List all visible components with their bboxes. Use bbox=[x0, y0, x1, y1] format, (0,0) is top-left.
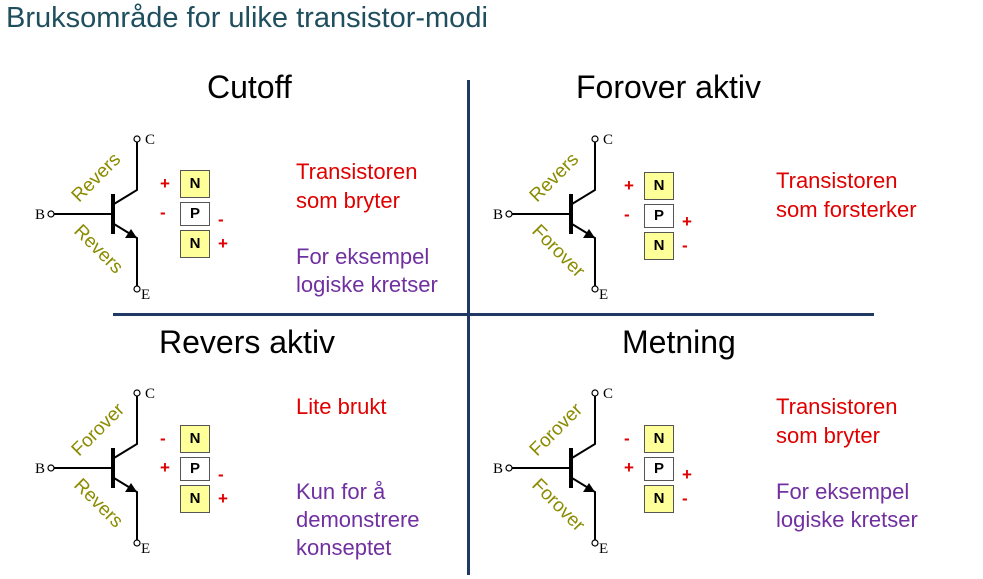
layer-p: P bbox=[180, 202, 210, 226]
layer-n-bottom: N bbox=[644, 485, 674, 513]
sign-left-top: - bbox=[160, 429, 166, 448]
emitter-label: E bbox=[141, 287, 150, 303]
sign-left-mid: - bbox=[624, 205, 630, 224]
emitter-label: E bbox=[599, 541, 608, 557]
use-description: Lite brukt bbox=[296, 392, 387, 421]
collector-label: C bbox=[603, 386, 613, 402]
layer-n-top: N bbox=[644, 172, 674, 200]
quadrant-title: Forover aktiv bbox=[576, 69, 761, 105]
use-description-line: Lite brukt bbox=[296, 394, 387, 419]
sign-right-mid: + bbox=[682, 212, 692, 231]
layer-n-bottom: N bbox=[644, 232, 674, 260]
collector-label: C bbox=[603, 132, 613, 148]
use-description-line: som bryter bbox=[296, 188, 400, 213]
base-label: B bbox=[35, 207, 45, 223]
quadrant-title: Revers aktiv bbox=[159, 324, 336, 360]
sign-right-mid: + bbox=[682, 465, 692, 484]
use-description: Transistoren som forsterker bbox=[776, 166, 917, 224]
bc-junction-label: Forover bbox=[526, 399, 588, 461]
example-description: For eksempel logiske kretser bbox=[776, 478, 918, 534]
quadrant-title: Metning bbox=[622, 324, 736, 360]
sign-right-bot: + bbox=[218, 489, 228, 508]
base-label: B bbox=[493, 207, 503, 223]
sign-left-mid: + bbox=[160, 458, 170, 477]
layer-p: P bbox=[644, 457, 674, 481]
use-description-line: som forsterker bbox=[776, 197, 917, 222]
use-description-line: Transistoren bbox=[776, 168, 898, 193]
sign-left-mid: + bbox=[624, 458, 634, 477]
vertical-divider bbox=[467, 80, 470, 575]
base-label: B bbox=[35, 461, 45, 477]
emitter-label: E bbox=[141, 541, 150, 557]
collector-label: C bbox=[145, 386, 155, 402]
layer-n-top: N bbox=[180, 170, 210, 198]
example-description: For eksempel logiske kretser bbox=[296, 243, 438, 299]
example-description: Kun for å demonstrere konseptet bbox=[296, 478, 420, 562]
bc-junction-label: Revers bbox=[526, 149, 583, 206]
collector-label: C bbox=[145, 132, 155, 148]
use-description-line: som bryter bbox=[776, 423, 880, 448]
sign-right-mid: - bbox=[218, 465, 224, 484]
example-description-line: logiske kretser bbox=[776, 507, 918, 532]
sign-left-top: - bbox=[624, 429, 630, 448]
be-junction-label: Revers bbox=[69, 221, 126, 278]
layer-n-bottom: N bbox=[180, 485, 210, 513]
sign-left-mid: - bbox=[160, 203, 166, 222]
layer-p: P bbox=[180, 457, 210, 481]
sign-right-mid: - bbox=[218, 210, 224, 229]
example-description-line: For eksempel bbox=[296, 244, 430, 269]
layer-n-top: N bbox=[644, 425, 674, 453]
sign-right-bot: + bbox=[218, 234, 228, 253]
use-description-line: Transistoren bbox=[296, 159, 418, 184]
use-description-line: Transistoren bbox=[776, 394, 898, 419]
use-description: Transistoren som bryter bbox=[296, 157, 417, 215]
layer-n-top: N bbox=[180, 425, 210, 453]
base-label: B bbox=[493, 461, 503, 477]
example-description-line: logiske kretser bbox=[296, 272, 438, 297]
horizontal-divider bbox=[113, 313, 874, 316]
sign-left-top: + bbox=[160, 174, 170, 193]
example-description-line: For eksempel bbox=[776, 479, 910, 504]
bc-junction-label: Forover bbox=[68, 399, 130, 461]
example-description-line: Kun for å bbox=[296, 479, 386, 504]
emitter-label: E bbox=[599, 287, 608, 303]
sign-right-bot: - bbox=[682, 489, 688, 508]
use-description: Transistoren som bryter bbox=[776, 392, 897, 450]
example-description-line: demonstrere bbox=[296, 507, 420, 532]
page-title: Bruksområde for ulike transistor-modi bbox=[6, 2, 488, 34]
bc-junction-label: Revers bbox=[68, 149, 125, 206]
be-junction-label: Revers bbox=[69, 475, 126, 532]
quadrant-title: Cutoff bbox=[207, 69, 292, 105]
layer-n-bottom: N bbox=[180, 230, 210, 258]
layer-p: P bbox=[644, 204, 674, 228]
example-description-line: konseptet bbox=[296, 535, 392, 560]
sign-right-bot: - bbox=[682, 236, 688, 255]
sign-left-top: + bbox=[624, 176, 634, 195]
